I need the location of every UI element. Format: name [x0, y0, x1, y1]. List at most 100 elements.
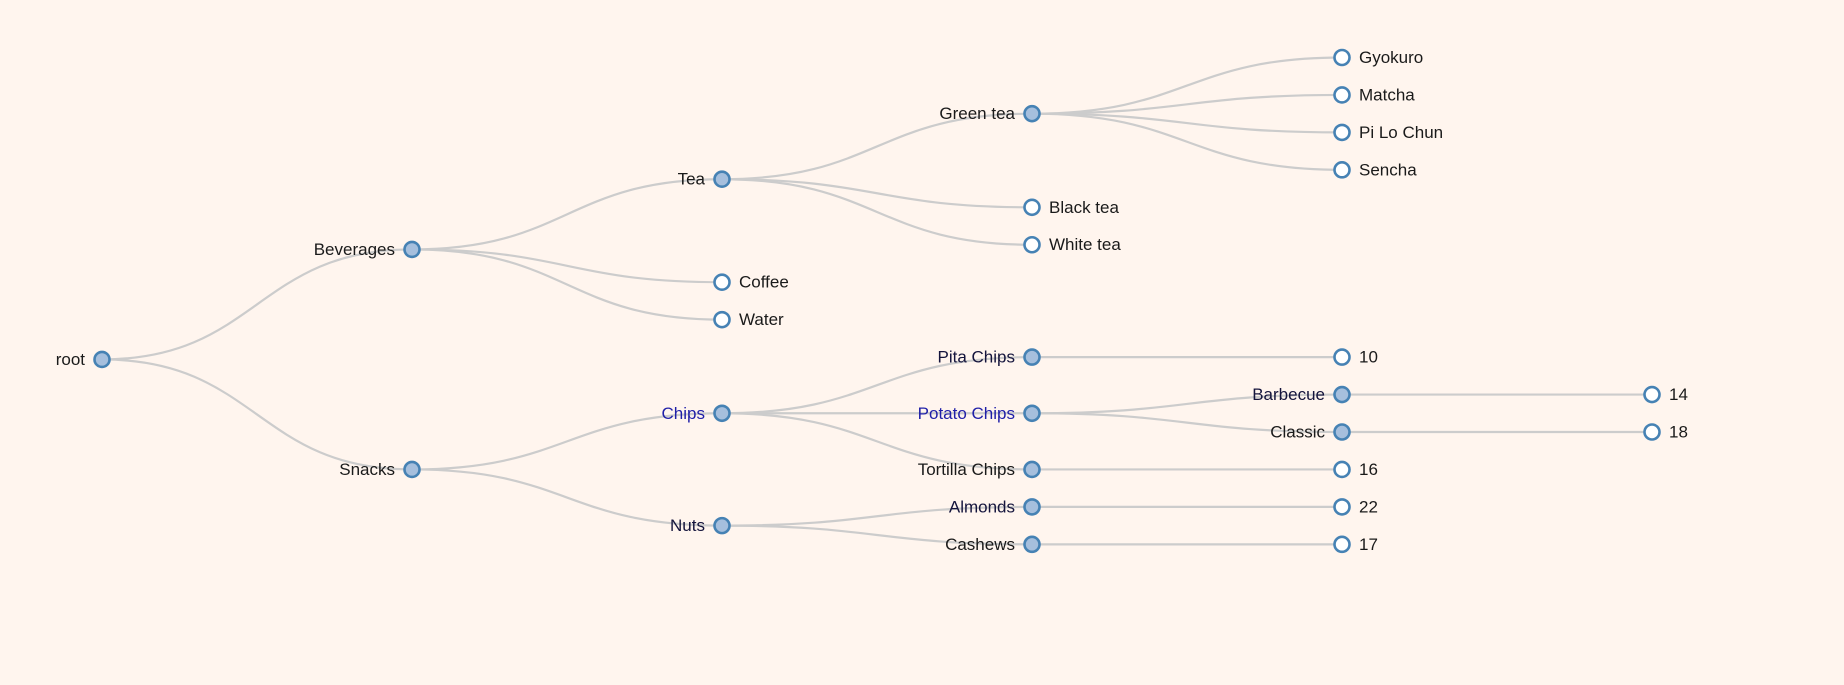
node-barbecue-count[interactable]: 14 — [1643, 385, 1688, 404]
node-classic[interactable]: Classic — [1270, 422, 1351, 441]
node-tortilla-chips-label: Tortilla Chips — [918, 460, 1015, 479]
node-sencha[interactable]: Sencha — [1333, 160, 1418, 179]
link-beverages-to-tea — [411, 178, 723, 251]
node-barbecue-count-circle[interactable] — [1643, 385, 1661, 404]
node-barbecue-count-label: 14 — [1669, 385, 1688, 404]
link-beverages-to-coffee — [411, 248, 723, 284]
node-cashews-count-label: 17 — [1359, 535, 1378, 554]
node-green-tea-circle[interactable] — [1023, 104, 1041, 123]
node-white-tea-circle[interactable] — [1023, 235, 1041, 254]
node-coffee-label: Coffee — [739, 273, 789, 292]
node-coffee-circle[interactable] — [713, 273, 731, 292]
node-pi-lo-chun-label: Pi Lo Chun — [1359, 123, 1443, 142]
node-beverages-circle[interactable] — [403, 240, 421, 259]
node-nuts-circle[interactable] — [713, 516, 731, 535]
node-cashews[interactable]: Cashews — [945, 535, 1041, 554]
node-tea[interactable]: Tea — [678, 170, 731, 189]
node-green-tea-label: Green tea — [939, 104, 1015, 123]
node-matcha[interactable]: Matcha — [1333, 85, 1416, 104]
node-root-circle[interactable] — [93, 350, 111, 369]
node-pi-lo-chun-circle[interactable] — [1333, 123, 1351, 142]
node-pita-chips-label: Pita Chips — [938, 348, 1015, 367]
node-black-tea-circle[interactable] — [1023, 198, 1041, 217]
node-cashews-count[interactable]: 17 — [1333, 535, 1378, 554]
node-tortilla-chips[interactable]: Tortilla Chips — [918, 460, 1041, 479]
node-tortilla-chips-count-label: 16 — [1359, 460, 1378, 479]
node-water[interactable]: Water — [713, 310, 785, 329]
node-barbecue-label: Barbecue — [1252, 385, 1325, 404]
node-gyokuro-circle[interactable] — [1333, 48, 1351, 67]
node-sencha-label: Sencha — [1359, 160, 1417, 179]
node-classic-circle[interactable] — [1333, 423, 1351, 441]
link-potato-chips-to-classic — [1031, 412, 1343, 434]
link-green-tea-to-matcha — [1031, 93, 1343, 115]
node-potato-chips[interactable]: Potato Chips — [918, 404, 1041, 423]
node-beverages[interactable]: Beverages — [314, 240, 421, 259]
link-chips-to-pita-chips — [721, 356, 1033, 415]
node-pita-chips[interactable]: Pita Chips — [938, 348, 1041, 367]
node-snacks-circle[interactable] — [403, 460, 421, 479]
node-classic-label: Classic — [1270, 422, 1325, 441]
node-almonds-circle[interactable] — [1023, 498, 1041, 516]
node-cashews-circle[interactable] — [1023, 535, 1041, 554]
node-white-tea[interactable]: White tea — [1023, 235, 1122, 254]
node-cashews-count-circle[interactable] — [1333, 535, 1351, 554]
node-chips[interactable]: Chips — [662, 404, 731, 423]
node-chips-label: Chips — [662, 404, 705, 423]
link-snacks-to-nuts — [411, 468, 723, 527]
node-almonds-count-label: 22 — [1359, 497, 1378, 516]
link-tea-to-white-tea — [721, 178, 1033, 246]
link-beverages-to-water — [411, 248, 723, 321]
node-classic-count-circle[interactable] — [1643, 423, 1661, 441]
link-nuts-to-cashews — [721, 524, 1033, 546]
node-gyokuro[interactable]: Gyokuro — [1333, 48, 1424, 67]
node-green-tea[interactable]: Green tea — [939, 104, 1041, 123]
node-tortilla-chips-count-circle[interactable] — [1333, 460, 1351, 479]
node-sencha-circle[interactable] — [1333, 161, 1351, 179]
node-snacks[interactable]: Snacks — [339, 460, 421, 479]
link-potato-chips-to-barbecue — [1031, 393, 1343, 415]
node-barbecue[interactable]: Barbecue — [1252, 385, 1351, 404]
node-snacks-label: Snacks — [339, 460, 395, 479]
node-almonds-count-circle[interactable] — [1333, 498, 1351, 516]
link-root-to-beverages — [101, 248, 413, 361]
node-chips-circle[interactable] — [713, 404, 731, 423]
node-tea-label: Tea — [678, 170, 706, 189]
node-classic-count[interactable]: 18 — [1643, 422, 1688, 441]
link-root-to-snacks — [101, 358, 413, 471]
node-matcha-circle[interactable] — [1333, 86, 1351, 104]
node-coffee[interactable]: Coffee — [713, 273, 789, 292]
node-black-tea-label: Black tea — [1049, 198, 1119, 217]
link-tea-to-black-tea — [721, 178, 1033, 209]
node-almonds[interactable]: Almonds — [949, 497, 1041, 516]
node-almonds-label: Almonds — [949, 497, 1015, 516]
link-green-tea-to-gyokuro — [1031, 56, 1343, 115]
node-cashews-label: Cashews — [945, 535, 1015, 554]
node-nuts[interactable]: Nuts — [670, 516, 731, 535]
link-tea-to-green-tea — [721, 112, 1033, 181]
node-matcha-label: Matcha — [1359, 85, 1415, 104]
node-pita-chips-circle[interactable] — [1023, 348, 1041, 366]
links-layer — [101, 56, 1652, 546]
node-pita-chips-count-circle[interactable] — [1333, 348, 1351, 366]
node-tortilla-chips-count[interactable]: 16 — [1333, 460, 1378, 479]
node-white-tea-label: White tea — [1049, 235, 1121, 254]
node-beverages-label: Beverages — [314, 240, 395, 259]
node-black-tea[interactable]: Black tea — [1023, 198, 1120, 217]
node-tea-circle[interactable] — [713, 170, 731, 189]
node-almonds-count[interactable]: 22 — [1333, 497, 1378, 516]
node-pi-lo-chun[interactable]: Pi Lo Chun — [1333, 123, 1444, 142]
node-root-label: root — [56, 350, 86, 369]
link-green-tea-to-sencha — [1031, 112, 1343, 171]
node-pita-chips-count[interactable]: 10 — [1333, 348, 1378, 367]
node-nuts-label: Nuts — [670, 516, 705, 535]
link-nuts-to-almonds — [721, 505, 1033, 527]
node-root[interactable]: root — [56, 350, 111, 369]
node-tortilla-chips-circle[interactable] — [1023, 460, 1041, 479]
node-barbecue-circle[interactable] — [1333, 385, 1351, 404]
node-pita-chips-count-label: 10 — [1359, 348, 1378, 367]
node-potato-chips-circle[interactable] — [1023, 404, 1041, 423]
link-chips-to-tortilla-chips — [721, 412, 1033, 471]
node-water-circle[interactable] — [713, 310, 731, 329]
